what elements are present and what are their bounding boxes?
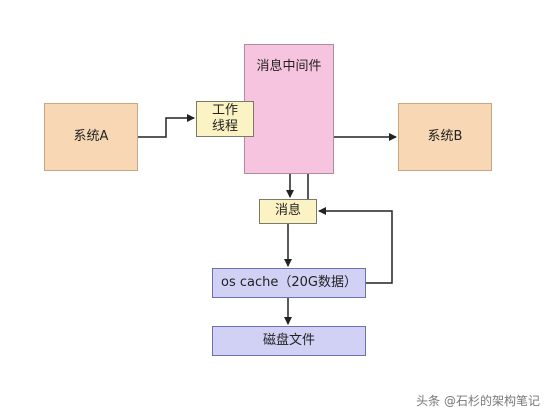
message-middleware-node: 消息中间件 xyxy=(244,44,334,174)
edge-oscache-to-message xyxy=(318,207,393,284)
disk-file-label: 磁盘文件 xyxy=(262,332,315,348)
worker-thread-node: 工作 线程 xyxy=(196,101,254,137)
worker-thread-label-line1: 工作 xyxy=(211,102,238,118)
system-a-node: 系统A xyxy=(44,103,138,171)
disk-file-node: 磁盘文件 xyxy=(212,326,366,356)
edge-systema-to-worker xyxy=(138,114,195,138)
system-a-label: 系统A xyxy=(73,128,109,144)
os-cache-label: os cache（20G数据） xyxy=(221,274,357,290)
system-b-node: 系统B xyxy=(398,103,492,171)
message-label: 消息 xyxy=(274,203,301,219)
os-cache-node: os cache（20G数据） xyxy=(212,268,366,298)
worker-thread-label-line2: 线程 xyxy=(211,119,238,134)
message-node: 消息 xyxy=(259,199,317,224)
message-middleware-label: 消息中间件 xyxy=(256,59,322,74)
system-b-label: 系统B xyxy=(427,128,463,144)
watermark-text: 头条 @石杉的架构笔记 xyxy=(416,394,540,408)
